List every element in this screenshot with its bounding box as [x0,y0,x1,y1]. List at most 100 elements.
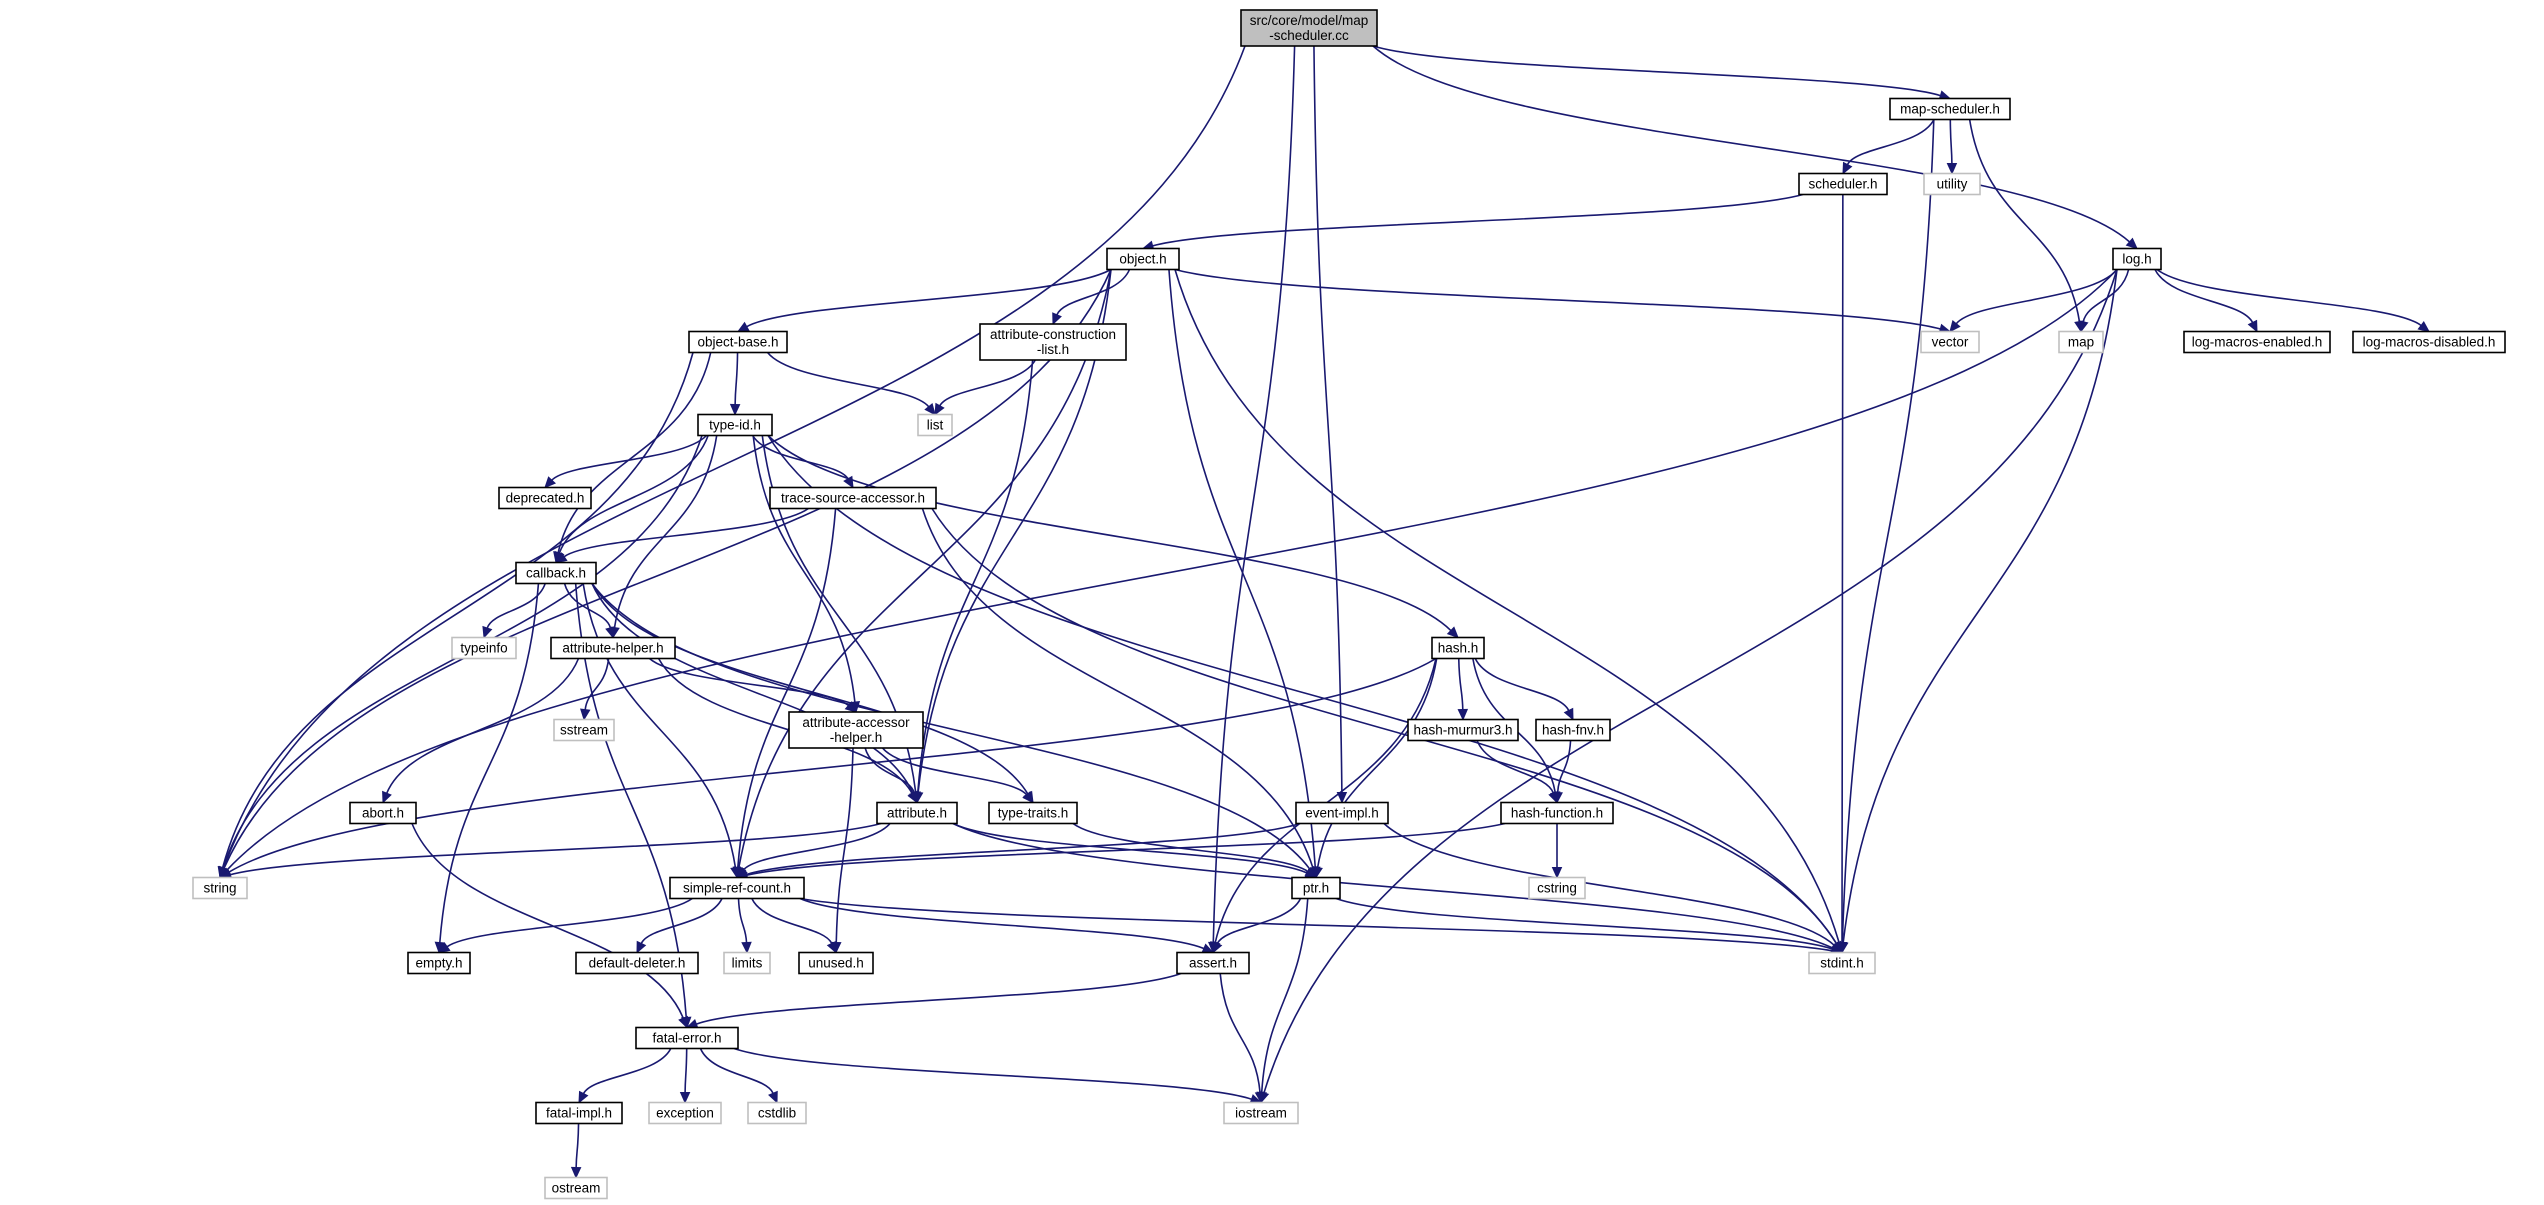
node-hash-h[interactable]: hash.h [1431,636,1485,660]
node-callback-h[interactable]: callback.h [515,561,597,585]
node-hash-function[interactable]: hash-function.h [1500,801,1614,825]
node-map-scheduler-h[interactable]: map-scheduler.h [1889,97,2011,121]
node-stdint[interactable]: stdint.h [1808,951,1876,975]
node-map[interactable]: map [2058,330,2104,354]
node-box [798,951,874,975]
edge-line [1968,119,2081,322]
node-box [688,330,788,354]
node-fatal-error[interactable]: fatal-error.h [635,1026,739,1050]
node-type-traits[interactable]: type-traits.h [988,801,1078,825]
edge-line [1152,193,1804,247]
node-label: map [2068,335,2094,350]
edge-line [557,352,712,553]
edge-line [226,268,2118,871]
arrowhead [1304,867,1317,879]
node-cstring[interactable]: cstring [1528,876,1586,900]
edge-fatal-error-to-fatal-impl [578,1048,672,1104]
node-object-base-h[interactable]: object-base.h [688,330,788,354]
node-label: assert.h [1189,956,1237,971]
edge-line [799,897,1205,950]
edge-simple-ref-to-limits [737,898,752,954]
edge-line [931,508,1838,945]
node-label: ostream [552,1181,601,1196]
edge-object-h-to-vector [1174,268,1952,334]
edge-log-h-to-iostream [1259,269,2118,1104]
node-label: attribute-accessor [802,715,910,730]
node-object-h[interactable]: object.h [1106,247,1180,271]
node-default-deleter[interactable]: default-deleter.h [575,951,699,975]
node-list[interactable]: list [917,413,953,437]
node-exception[interactable]: exception [648,1101,722,1125]
node-typeinfo[interactable]: typeinfo [451,636,517,660]
edge-map-scheduler-h-to-map [1968,119,2085,333]
node-iostream[interactable]: iostream [1223,1101,1299,1125]
node-simple-ref[interactable]: simple-ref-count.h [669,876,805,900]
node-ptr-h[interactable]: ptr.h [1291,876,1341,900]
node-log-macros-disabled[interactable]: log-macros-disabled.h [2352,330,2506,354]
edge-line [1335,897,1833,950]
node-label: object.h [1119,252,1166,267]
node-cstdlib[interactable]: cstdlib [747,1101,807,1125]
node-box [2112,247,2162,271]
edge-line [684,1048,688,1093]
edge-line [1846,119,1935,166]
arrowhead [1842,161,1853,175]
node-abort-h[interactable]: abort.h [349,801,417,825]
node-event-impl[interactable]: event-impl.h [1295,801,1389,825]
node-ostream[interactable]: ostream [544,1176,608,1200]
node-label: attribute.h [887,806,947,821]
edge-line [591,583,1029,795]
edge-attr-accessor-to-type-traits [881,747,1034,804]
node-attr-accessor[interactable]: attribute-accessor-helper.h [788,711,924,749]
edge-line [1372,45,1941,97]
node-box [1500,801,1614,825]
node-hash-fnv[interactable]: hash-fnv.h [1535,718,1611,742]
edge-attr-accessor-to-attribute-h [864,747,920,804]
node-limits[interactable]: limits [723,951,771,975]
node-unused-h[interactable]: unused.h [798,951,874,975]
edge-line [939,359,1036,407]
edge-line [767,435,1838,945]
node-log-h[interactable]: log.h [2112,247,2162,271]
node-label: type-id.h [709,418,761,433]
node-assert-h[interactable]: assert.h [1176,951,1250,975]
node-attribute-h[interactable]: attribute.h [876,801,958,825]
edge-hash-h-to-ptr-h [1312,658,1438,879]
edge-line [737,508,837,868]
node-trace-source[interactable]: trace-source-accessor.h [769,486,937,510]
node-fatal-impl[interactable]: fatal-impl.h [535,1101,623,1125]
node-label: sstream [560,723,608,738]
node-box [747,1101,807,1125]
node-empty-h[interactable]: empty.h [407,951,471,975]
node-scheduler-h[interactable]: scheduler.h [1798,172,1888,196]
node-utility[interactable]: utility [1923,172,1981,196]
node-label: fatal-impl.h [546,1106,612,1121]
node-box [1923,172,1981,196]
node-sstream[interactable]: sstream [553,718,615,742]
edge-line [1219,973,1261,1093]
node-type-id-h[interactable]: type-id.h [697,413,773,437]
node-box [544,1176,608,1200]
node-box [979,323,1127,361]
node-string[interactable]: string [192,876,248,900]
edge-line [446,897,693,948]
node-hash-murmur[interactable]: hash-murmur3.h [1407,718,1519,742]
edge-line [767,434,1452,632]
edge-line [952,822,1308,874]
node-vector[interactable]: vector [1920,330,1980,354]
node-main[interactable]: src/core/model/map-scheduler.cc [1240,9,1378,47]
node-box [1528,876,1586,900]
edge-map-scheduler-h-to-stdint [1837,119,1935,954]
node-attr-construction[interactable]: attribute-construction-list.h [979,323,1127,361]
edge-map-scheduler-h-to-utility [1946,119,1958,175]
edge-callback-h-to-typeinfo [482,583,546,639]
node-attr-helper[interactable]: attribute-helper.h [550,636,676,660]
arrowhead [1212,940,1223,954]
edge-main-to-map-scheduler-h [1372,45,1952,101]
node-log-macros-enabled[interactable]: log-macros-enabled.h [2183,330,2331,354]
edge-assert-h-to-fatal-error [685,972,1182,1029]
edge-line [916,359,1034,793]
edge-log-h-to-map [2078,269,2130,333]
edge-line [1212,45,1296,943]
node-deprecated-h[interactable]: deprecated.h [498,486,592,510]
